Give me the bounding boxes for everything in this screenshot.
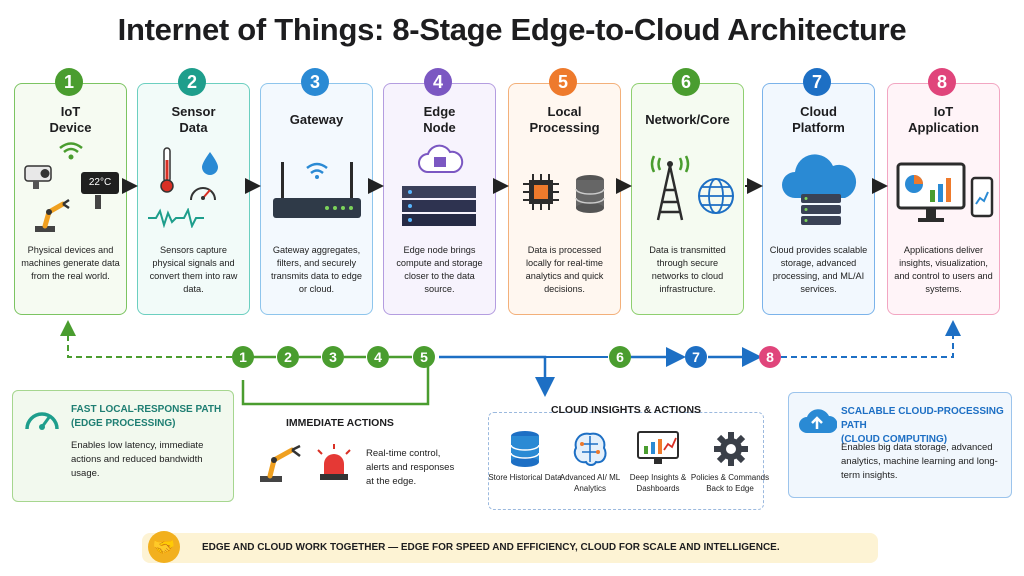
phone-icon [970,176,994,218]
edge-path-badge-5: 5 [413,346,435,368]
stage-description: Edge node brings compute and storage clo… [396,245,483,294]
cloud-insight-label: Deep Insights & Dashboards [629,473,687,493]
cloud-insight-label: Store Historical Data [488,473,562,482]
fast-path-box: FAST LOCAL-RESPONSE PATH(EDGE PROCESSING… [12,390,234,502]
stage-badge-8: 8 [928,68,956,96]
page-title: Internet of Things: 8-Stage Edge-to-Clou… [117,12,907,47]
cloud-insights-heading: CLOUD INSIGHTS & ACTIONS [550,404,702,416]
waveform-icon [148,208,204,228]
cloud-upload-icon [799,409,837,433]
robot-arm-icon [35,198,70,232]
database-icon [575,175,605,213]
edge-path-badge-4: 4 [367,346,389,368]
camera-icon [24,165,52,189]
edge-path-badge-3: 3 [322,346,344,368]
server-icon [402,186,476,226]
router-icon [273,162,361,218]
cloud-path-badge-7: 7 [685,346,707,368]
stage-description: Applications deliver insights, visualiza… [894,245,993,294]
immediate-actions-heading: IMMEDIATE ACTIONS [286,417,394,429]
globe-icon [698,178,734,214]
ai-brain-icon [573,432,607,466]
cloud-insight-label: Advanced AI/ ML Analytics [559,473,621,493]
wifi-icon [59,142,83,160]
handshake-icon: 🤝 [148,531,180,563]
scalable-path-heading: SCALABLE CLOUD-PROCESSING PATH(CLOUD COM… [841,406,1004,445]
cpu-icon [523,174,559,210]
stage-badge-4: 4 [424,68,452,96]
dashboard-icon [896,162,966,222]
fast-path-heading: FAST LOCAL-RESPONSE PATH(EDGE PROCESSING… [71,404,222,429]
thermometer-icon [160,147,174,193]
edge-path-badge-2: 2 [277,346,299,368]
stage-description: Sensors capture physical signals and con… [149,245,238,294]
thermostat-icon: 22°C [81,172,119,194]
stage-card-network-core: Network/Core Data is transmitted through… [631,83,744,315]
database-icon [510,431,540,467]
tower-icon [650,155,690,221]
alarm-light-icon [317,444,351,480]
stand-icon [95,195,101,209]
stage-badge-1: 1 [55,68,83,96]
immediate-actions-text: Real-time control, alerts and responses … [366,448,455,487]
scalable-path-box: SCALABLE CLOUD-PROCESSING PATH(CLOUD COM… [788,392,1012,498]
summary-banner: 🤝 EDGE AND CLOUD WORK TOGETHER — EDGE FO… [142,531,878,563]
cloud-path-badge-6: 6 [609,346,631,368]
speedometer-icon [25,412,59,430]
stage-badge-3: 3 [301,68,329,96]
scalable-path-text: Enables big data storage, advanced analy… [841,442,998,481]
insights-dashboard-icon [637,431,679,464]
stage-badge-6: 6 [672,68,700,96]
stage-badge-2: 2 [178,68,206,96]
cloud-server-icon [782,154,857,225]
stage-description: Physical devices and machines generate d… [21,245,120,281]
gauge-icon [190,187,216,201]
cloud-insights-box [488,412,764,510]
gear-icon [714,432,748,466]
stage-description: Data is transmitted through secure netwo… [649,245,726,294]
stage-card-gateway: Gateway Gateway aggregates, filters, and… [260,83,373,315]
stage-badge-5: 5 [549,68,577,96]
stage-description: Data is processed locally for real-time … [525,245,604,294]
summary-banner-text: EDGE AND CLOUD WORK TOGETHER — EDGE FOR … [202,542,780,553]
water-drop-icon [202,152,218,175]
edge-path-badge-1: 1 [232,346,254,368]
fast-path-text: Enables low latency, immediate actions a… [71,440,204,479]
stage-description: Gateway aggregates, filters, and securel… [271,245,362,294]
stage-title: Network/Core [645,112,730,127]
cloud-chip-icon [418,144,464,173]
cloud-insight-label: Policies & Commands Back to Edge [690,473,770,493]
stage-title: Gateway [289,112,344,127]
stage-description: Cloud provides scalable storage, advance… [769,245,868,294]
cloud-path-badge-8: 8 [759,346,781,368]
stage-badge-7: 7 [803,68,831,96]
robot-arm-icon [260,444,301,482]
